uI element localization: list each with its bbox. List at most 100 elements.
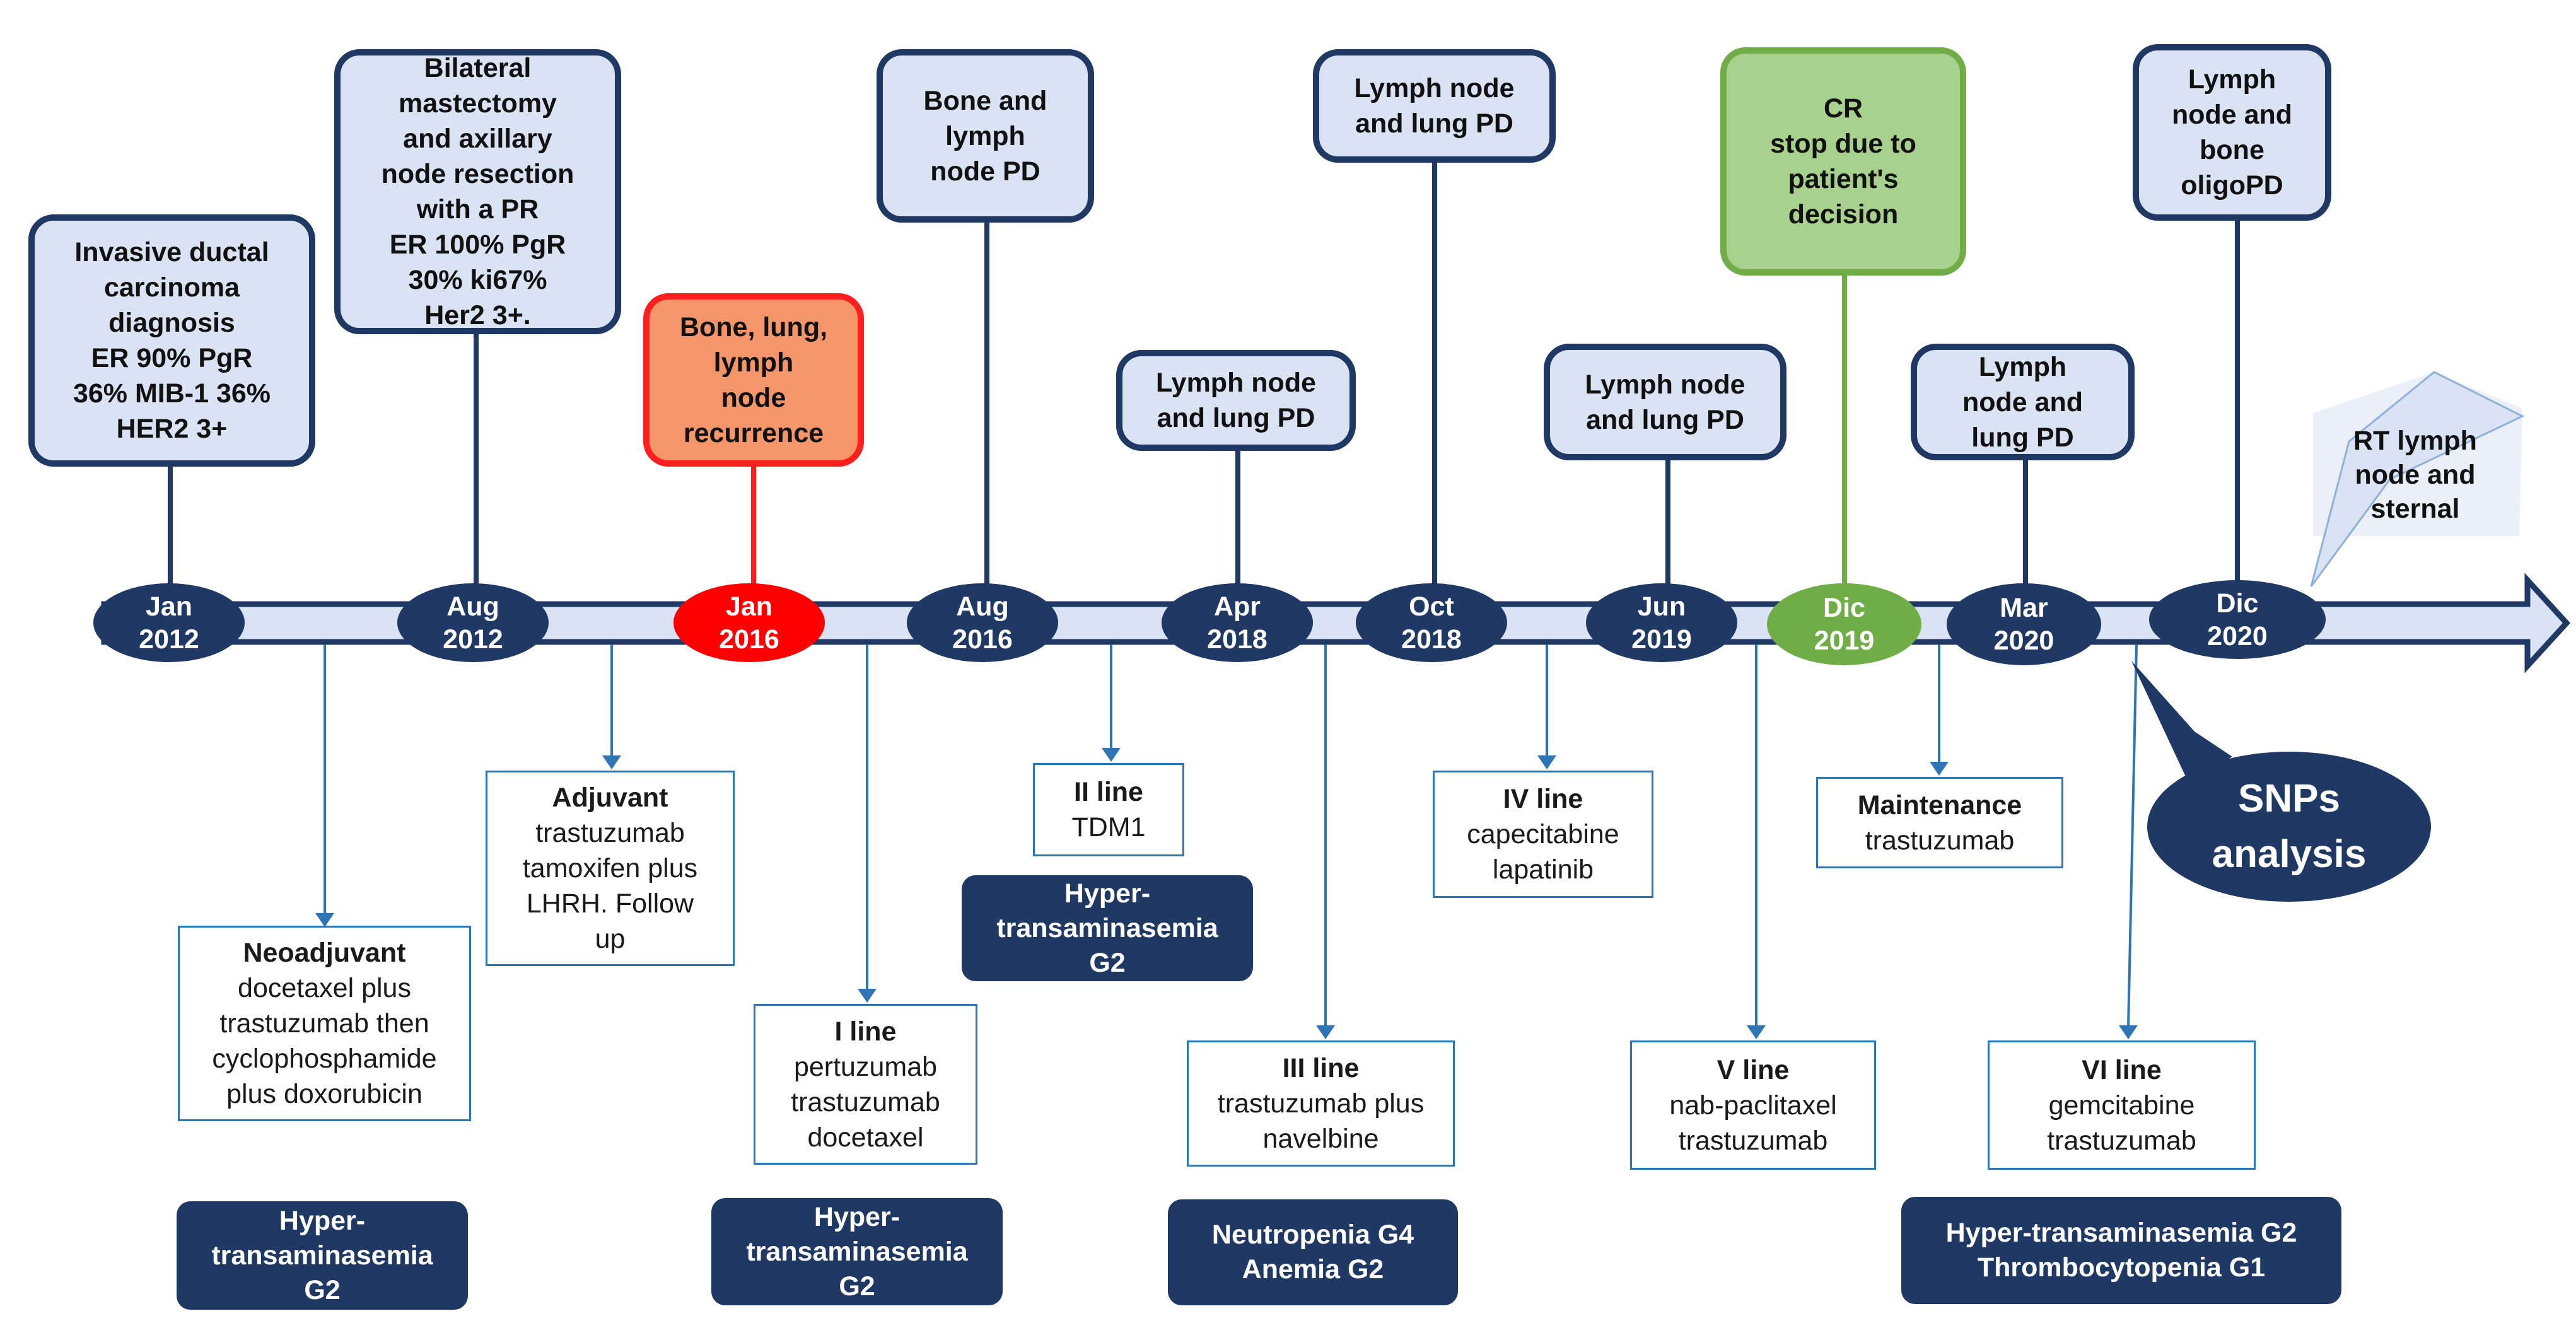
event-line: Invasive ductal [74, 237, 269, 267]
treatment-box-sixth-line: VI line gemcitabine trastuzumab [1988, 1040, 2256, 1170]
date-month: Aug [956, 591, 1009, 622]
treatment-box-adjuvant: Adjuvant trastuzumab tamoxifen plus LHRH… [486, 771, 735, 966]
date-month: Jan [725, 591, 773, 622]
date-year: 2018 [1401, 624, 1462, 655]
event-line: carcinoma [103, 272, 240, 303]
rt-callout: RT lymph node and sternal [2314, 416, 2516, 533]
treatment-line: TDM1 [1071, 812, 1146, 842]
event-line: lymph [945, 120, 1025, 151]
event-line: node and [2171, 100, 2293, 130]
date-marker: Jan 2016 [673, 583, 825, 662]
treatment-line: trastuzumab then [219, 1008, 429, 1039]
treatment-box-maintenance: Maintenance trastuzumab [1816, 777, 2063, 868]
event-line: 36% MIB-1 36% [73, 378, 271, 409]
event-line: ER 90% PgR [91, 343, 253, 373]
date-year: 2018 [1207, 624, 1268, 655]
treatment-line: cyclophosphamide [212, 1044, 437, 1074]
treatment-line: trastuzumab [2047, 1125, 2196, 1156]
treatment-line: trastuzumab [1865, 825, 2015, 856]
date-year: 2012 [139, 624, 199, 655]
treatment-title: I line [834, 1016, 897, 1047]
date-month: Dic [2216, 588, 2259, 619]
treatment-title: Maintenance [1857, 789, 2022, 820]
treatment-title: Adjuvant [552, 783, 668, 813]
date-month: Dic [1823, 593, 1865, 623]
date-year: 2016 [719, 624, 779, 655]
toxicity-line: transaminasemia [211, 1240, 433, 1271]
date-month: Apr [1213, 591, 1261, 622]
event-box-mastectomy: Bilateral mastectomy and axillary node r… [334, 49, 621, 334]
toxicity-box: Hyper- transaminasemia G2 [177, 1201, 468, 1310]
toxicity-line: Hyper- [1064, 878, 1151, 909]
date-marker: Mar 2020 [1947, 583, 2101, 665]
event-line: Bone, lung, [679, 312, 828, 342]
treatment-line: plus doxorubicin [226, 1079, 423, 1109]
event-line: Lymph node [1155, 368, 1316, 398]
date-year: 2020 [2207, 620, 2268, 651]
event-line: and axillary [403, 124, 552, 154]
rt-callout-line: sternal [2370, 493, 2460, 524]
toxicity-box: Hyper- transaminasemia G2 [962, 875, 1253, 981]
date-month: Oct [1409, 591, 1454, 622]
event-box-bone-lymph-pd: Bone and lymph node PD [877, 49, 1094, 223]
toxicity-box: Neutropenia G4 Anemia G2 [1168, 1199, 1458, 1305]
date-year: 2016 [952, 624, 1013, 655]
toxicity-line: G2 [304, 1274, 341, 1305]
event-box-diagnosis: Invasive ductal carcinoma diagnosis ER 9… [28, 214, 315, 467]
event-box-lymph-lung-pd-2018b: Lymph node and lung PD [1313, 49, 1556, 163]
date-year: 2019 [1814, 626, 1875, 656]
toxicity-line: Thrombocytopenia G1 [1977, 1252, 2266, 1283]
date-year: 2012 [443, 624, 503, 655]
event-line: Bilateral [424, 53, 532, 83]
event-line: ER 100% PgR [389, 230, 566, 260]
date-marker: Apr 2018 [1162, 583, 1313, 662]
event-line: mastectomy [399, 88, 557, 119]
event-line: Lymph [1978, 351, 2067, 382]
date-marker: Jun 2019 [1586, 583, 1737, 662]
date-marker: Dic 2020 [2149, 580, 2326, 659]
event-line: lung PD [1971, 422, 2074, 453]
event-line: Lymph node [1354, 73, 1515, 103]
date-month: Jan [145, 591, 193, 622]
treatment-arrows [315, 644, 2138, 1039]
treatment-title: IV line [1503, 784, 1583, 814]
toxicity-box: Hyper- transaminasemia G2 [711, 1198, 1003, 1305]
treatment-box-fifth-line: V line nab-paclitaxel trastuzumab [1630, 1040, 1876, 1170]
event-line: and lung PD [1355, 108, 1513, 139]
treatment-line: docetaxel plus [238, 973, 411, 1003]
rt-callout-line: RT lymph [2353, 425, 2477, 456]
toxicity-line: G2 [1089, 947, 1126, 978]
treatment-line: trastuzumab plus [1217, 1088, 1425, 1119]
toxicity-line: G2 [839, 1271, 875, 1302]
date-month: Mar [2000, 593, 2048, 623]
treatment-title: III line [1282, 1053, 1360, 1083]
event-box-lymph-lung-pd-2018a: Lymph node and lung PD [1116, 350, 1356, 451]
event-line: node [721, 382, 786, 413]
treatment-line: up [595, 924, 626, 954]
event-box-lymph-bone-oligopd: Lymph node and bone oligoPD [2133, 44, 2331, 221]
treatment-line: pertuzumab [793, 1051, 938, 1082]
treatment-line: capecitabine [1467, 819, 1619, 849]
date-year: 2020 [1993, 626, 2054, 656]
treatment-line: lapatinib [1492, 854, 1594, 885]
treatment-box-fourth-line: IV line capecitabine lapatinib [1433, 771, 1653, 898]
event-line: patient's [1788, 164, 1899, 194]
treatment-arrow [2127, 644, 2138, 1027]
event-line: and lung PD [1157, 403, 1315, 433]
treatment-box-second-line: II line TDM1 [1033, 763, 1184, 856]
snps-line: SNPs [2238, 777, 2340, 820]
rt-callout-line: node and [2355, 459, 2476, 490]
treatment-line: navelbine [1262, 1124, 1379, 1154]
toxicity-line: Hyper- [813, 1201, 900, 1232]
treatment-title: VI line [2082, 1054, 2162, 1085]
event-line: Bone and [923, 85, 1047, 116]
event-box-recurrence: Bone, lung, lymph node recurrence [643, 293, 864, 467]
treatment-box-neoadjuvant: Neoadjuvant docetaxel plus trastuzumab t… [178, 926, 471, 1121]
date-year: 2019 [1631, 624, 1692, 655]
event-line: Her2 3+. [424, 300, 531, 330]
date-marker: Oct 2018 [1356, 583, 1507, 662]
event-line: Lymph node [1585, 369, 1746, 400]
date-marker: Dic 2019 [1767, 583, 1921, 665]
treatment-line: tamoxifen plus [522, 853, 698, 883]
toxicity-line: transaminasemia [996, 912, 1218, 943]
